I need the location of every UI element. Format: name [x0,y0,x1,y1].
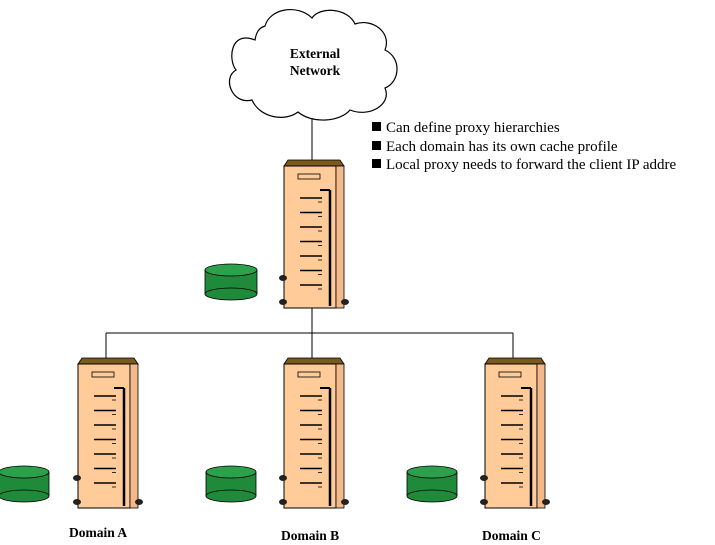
domain-a-server-icon [73,357,143,509]
feature-bullets: Can define proxy hierarchies Each domain… [372,119,676,175]
cloud-label-line1: External [289,46,341,61]
cloud-label: External Network [270,45,360,79]
top-cache-disk-icon [204,263,258,301]
connection-lines [105,118,514,358]
domain-b-cache-disk-icon [205,465,257,503]
bullet-item: Can define proxy hierarchies [372,119,676,138]
domain-c-label: Domain C [482,528,541,543]
domain-b-server-icon [279,357,349,509]
cloud-label-line2: Network [289,63,341,78]
domain-c-cache-disk-icon [406,465,458,503]
square-bullet-icon [372,122,381,131]
bullet-item: Local proxy needs to forward the client … [372,156,676,175]
top-proxy-server-icon [279,159,349,309]
domain-c-server-icon [480,357,550,509]
cloud-shape [228,9,398,121]
domain-a-cache-disk-icon [0,465,50,503]
square-bullet-icon [372,140,381,150]
domain-a-label: Domain A [69,525,128,540]
bullet-item: Each domain has its own cache profile [372,138,676,157]
square-bullet-icon [372,159,381,168]
domain-b-label: Domain B [281,528,340,543]
